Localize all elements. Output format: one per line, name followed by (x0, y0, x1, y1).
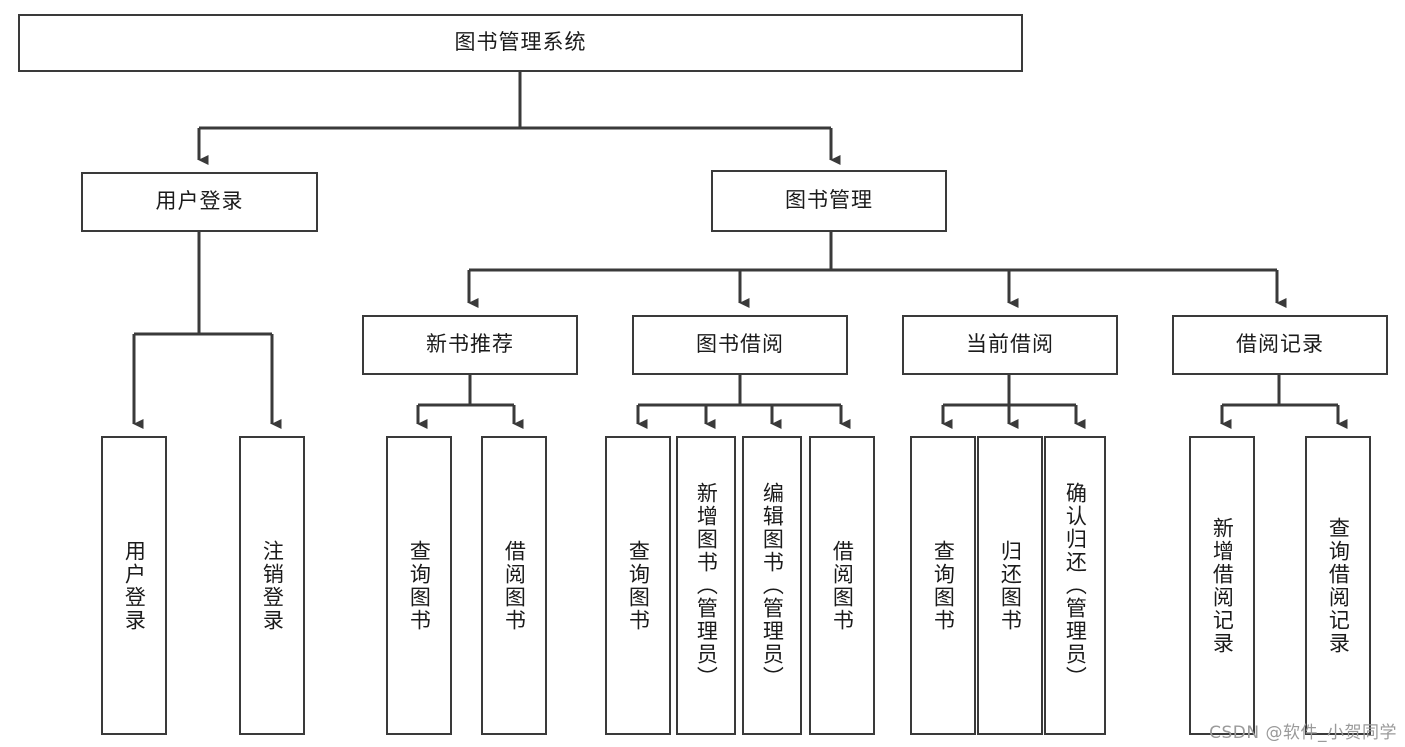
leaf-label: 归还图书 (998, 539, 1023, 632)
node-book-management[interactable]: 图书管理 (711, 170, 947, 232)
leaf-node[interactable]: 用户登录 (101, 436, 167, 735)
leaf-label: 编辑图书（管理员） (760, 482, 785, 689)
leaf-node[interactable]: 借阅图书 (481, 436, 547, 735)
node-book-borrow[interactable]: 图书借阅 (632, 315, 848, 375)
leaf-label: 新增借阅记录 (1210, 516, 1235, 655)
leaf-node[interactable]: 借阅图书 (809, 436, 875, 735)
leaf-label: 新增图书（管理员） (694, 482, 719, 689)
node-current-borrow[interactable]: 当前借阅 (902, 315, 1118, 375)
node-new-book-recommend[interactable]: 新书推荐 (362, 315, 578, 375)
leaf-node[interactable]: 查询借阅记录 (1305, 436, 1371, 735)
leaf-node[interactable]: 查询图书 (910, 436, 976, 735)
leaf-node[interactable]: 注销登录 (239, 436, 305, 735)
leaf-label: 查询图书 (931, 539, 956, 632)
leaf-node[interactable]: 查询图书 (386, 436, 452, 735)
leaf-node[interactable]: 新增借阅记录 (1189, 436, 1255, 735)
leaf-label: 借阅图书 (502, 539, 527, 632)
leaf-label: 查询借阅记录 (1326, 516, 1351, 655)
leaf-node[interactable]: 编辑图书（管理员） (742, 436, 802, 735)
leaf-label: 用户登录 (122, 539, 147, 632)
leaf-node[interactable]: 确认归还（管理员） (1044, 436, 1106, 735)
node-borrow-records[interactable]: 借阅记录 (1172, 315, 1388, 375)
leaf-label: 借阅图书 (830, 539, 855, 632)
leaf-node[interactable]: 新增图书（管理员） (676, 436, 736, 735)
leaf-label: 注销登录 (260, 539, 285, 632)
node-root[interactable]: 图书管理系统 (18, 14, 1023, 72)
node-user-login[interactable]: 用户登录 (81, 172, 318, 232)
csdn-watermark: CSDN @软件_小贺同学 (1209, 723, 1397, 743)
leaf-node[interactable]: 归还图书 (977, 436, 1043, 735)
leaf-label: 查询图书 (626, 539, 651, 632)
leaf-label: 查询图书 (407, 539, 432, 632)
leaf-label: 确认归还（管理员） (1063, 482, 1088, 689)
leaf-node[interactable]: 查询图书 (605, 436, 671, 735)
